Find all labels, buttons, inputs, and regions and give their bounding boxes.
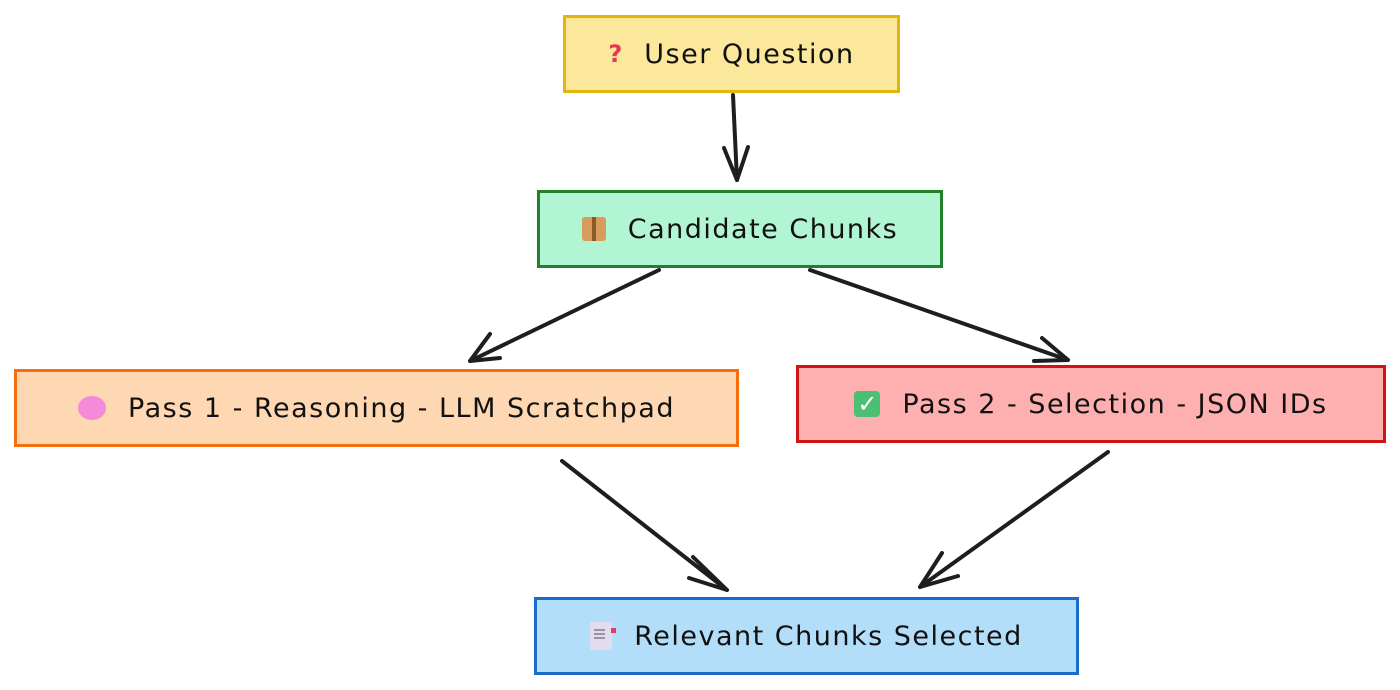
package-icon: [581, 217, 606, 241]
node-pass2-selection: ✓ Pass 2 - Selection - JSON IDs: [796, 365, 1386, 443]
document-icon: [590, 622, 617, 650]
node-user-question: ? User Question: [563, 15, 900, 93]
check-mark-icon: ✓: [854, 391, 881, 417]
arrow-candidates-to-pass1: [468, 268, 661, 363]
node-label: User Question: [644, 38, 855, 70]
arrow-candidates-to-pass2: [808, 268, 1070, 363]
node-label: Candidate Chunks: [627, 213, 899, 245]
arrow-pass1-to-relevant: [560, 459, 729, 592]
node-candidate-chunks: Candidate Chunks: [537, 190, 943, 268]
node-label: Pass 2 - Selection - JSON IDs: [902, 388, 1328, 420]
node-relevant-chunks-selected: Relevant Chunks Selected: [534, 597, 1079, 675]
question-mark-icon: ?: [608, 40, 623, 68]
node-label: Pass 1 - Reasoning - LLM Scratchpad: [128, 392, 675, 424]
arrow-pass2-to-relevant: [918, 450, 1110, 589]
arrow-question-to-candidates: [722, 93, 750, 182]
node-label: Relevant Chunks Selected: [634, 620, 1023, 652]
brain-icon: [78, 396, 107, 420]
node-pass1-reasoning: Pass 1 - Reasoning - LLM Scratchpad: [14, 369, 739, 447]
